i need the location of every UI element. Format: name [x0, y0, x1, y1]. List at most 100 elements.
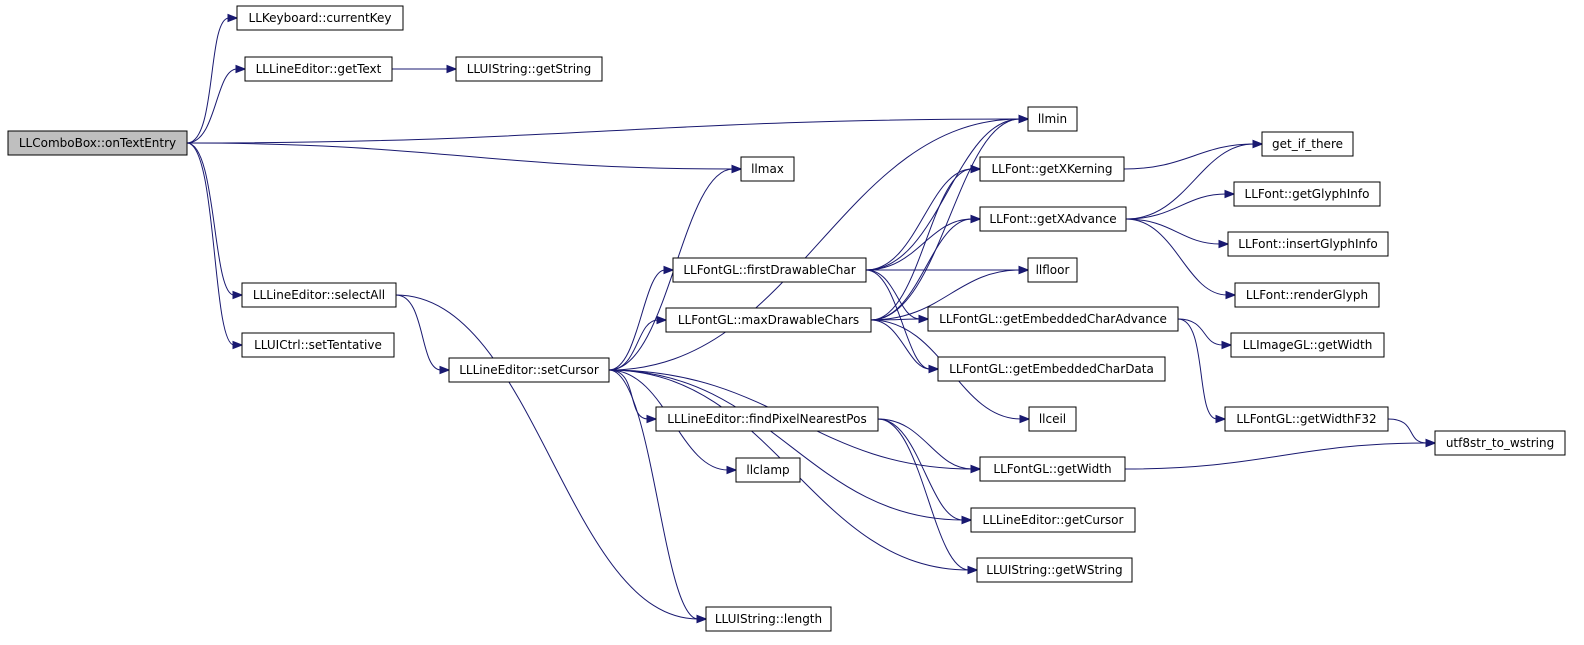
edge-llcombobox-ontextentry-to-llmin	[186, 118, 1021, 144]
arrowhead	[967, 565, 979, 575]
node-label: LLUIString::length	[715, 612, 822, 626]
node-box	[705, 606, 832, 632]
edge-llfontgl-maxdrawablechars-to-llfloor	[870, 269, 1021, 321]
arrowhead	[1224, 189, 1236, 199]
node-label: LLLineEditor::getCursor	[983, 513, 1124, 527]
arrowhead	[439, 365, 451, 375]
node-llfontgl-firstdrawablechar[interactable]: LLFontGL::firstDrawableChar	[672, 257, 867, 283]
nodes-layer: LLComboBox::onTextEntry LLKeyboard::curre…	[7, 5, 1566, 632]
node-box	[927, 306, 1179, 332]
node-llfontgl-getembeddedcharadvance[interactable]: LLFontGL::getEmbeddedCharAdvance	[927, 306, 1179, 332]
arrowhead	[446, 64, 458, 74]
node-llclamp[interactable]: llclamp	[735, 457, 801, 483]
node-box	[1027, 106, 1078, 132]
node-llfont-getxkerning[interactable]: LLFont::getXKerning	[979, 156, 1125, 182]
edge-llfontgl-getembeddedcharadvance-to-llimagegl-getwidth	[1177, 318, 1224, 346]
node-lllineeditor-selectall[interactable]: LLLineEditor::selectAll	[241, 282, 397, 308]
node-label: LLLineEditor::findPixelNearestPos	[667, 412, 866, 426]
node-llfloor[interactable]: llfloor	[1027, 257, 1078, 283]
node-box	[970, 507, 1136, 533]
node-llcombobox-ontextentry[interactable]: LLComboBox::onTextEntry	[7, 130, 188, 156]
arrowhead	[961, 515, 973, 525]
node-llfontgl-getwidth[interactable]: LLFontGL::getWidth	[979, 456, 1126, 482]
node-llfontgl-getembeddedchardata[interactable]: LLFontGL::getEmbeddedCharData	[937, 356, 1166, 382]
node-box	[1028, 406, 1077, 432]
node-label: LLKeyboard::currentKey	[249, 11, 392, 25]
node-lllineeditor-setcursor[interactable]: LLLineEditor::setCursor	[448, 357, 610, 383]
node-llkeyboard-currentkey[interactable]: LLKeyboard::currentKey	[236, 5, 404, 31]
node-llfont-getxadvance[interactable]: LLFont::getXAdvance	[979, 206, 1127, 232]
edge-lllineeditor-findpixelnearestpos-to-llfontgl-getwidth	[877, 418, 973, 470]
node-box	[1230, 332, 1385, 358]
arrowhead	[970, 164, 982, 174]
arrowhead	[646, 414, 658, 424]
node-llfont-renderglyph[interactable]: LLFont::renderGlyph	[1234, 282, 1380, 308]
node-lluictrl-settentative[interactable]: LLUICtrl::setTentative	[241, 332, 395, 358]
node-llmax[interactable]: llmax	[740, 156, 795, 182]
node-label: llceil	[1039, 412, 1066, 426]
node-box	[241, 332, 395, 358]
edge-llcombobox-ontextentry-to-lluictrl-settentative	[186, 142, 235, 346]
edge-llfont-getxkerning-to-get-if-there	[1123, 143, 1255, 170]
node-get-if-there[interactable]: get_if_there	[1261, 131, 1354, 157]
node-label: LLFont::getXKerning	[991, 162, 1112, 176]
edge-llfontgl-firstdrawablechar-to-llfont-getxadvance	[865, 218, 973, 271]
node-llfontgl-getwidthf32[interactable]: LLFontGL::getWidthF32	[1224, 406, 1389, 432]
node-label: LLUIString::getWString	[986, 563, 1122, 577]
arrowhead	[1252, 139, 1264, 149]
arrowhead	[696, 614, 708, 624]
edge-lllineeditor-findpixelnearestpos-to-lllineeditor-getcursor	[877, 418, 964, 521]
node-box	[672, 257, 867, 283]
edge-lllineeditor-setcursor-to-lllineeditor-findpixelnearestpos	[608, 369, 649, 420]
node-lllineeditor-gettext[interactable]: LLLineEditor::getText	[244, 56, 393, 82]
node-label: llclamp	[746, 463, 789, 477]
edge-lllineeditor-setcursor-to-llmin	[608, 118, 1021, 371]
node-box	[1233, 181, 1381, 207]
node-box	[244, 56, 393, 82]
node-label: LLImageGL::getWidth	[1243, 338, 1373, 352]
edge-llfont-getxadvance-to-llfont-renderglyph	[1125, 218, 1228, 296]
arrowhead	[227, 13, 239, 23]
node-box	[665, 307, 872, 333]
edge-llfontgl-firstdrawablechar-to-llmin	[865, 118, 1021, 271]
arrowhead	[1018, 114, 1030, 124]
node-label: LLFont::getGlyphInfo	[1245, 187, 1370, 201]
node-label: LLUIString::getString	[467, 62, 592, 76]
node-box	[448, 357, 610, 383]
arrowhead	[1215, 414, 1227, 424]
node-label: llfloor	[1036, 263, 1070, 277]
arrowhead	[663, 265, 675, 275]
node-label: LLUICtrl::setTentative	[254, 338, 382, 352]
edge-llcombobox-ontextentry-to-llmax	[186, 142, 734, 170]
edge-llfontgl-firstdrawablechar-to-llfontgl-getembeddedcharadvance	[865, 269, 921, 320]
node-box	[740, 156, 795, 182]
node-box	[7, 130, 188, 156]
node-label: get_if_there	[1272, 137, 1343, 151]
node-label: LLFont::renderGlyph	[1246, 288, 1368, 302]
node-llceil[interactable]: llceil	[1028, 406, 1077, 432]
edge-llfontgl-maxdrawablechars-to-llfontgl-getembeddedchardata	[870, 319, 931, 370]
arrowhead	[232, 290, 244, 300]
node-box	[1234, 282, 1380, 308]
edge-llfontgl-getembeddedcharadvance-to-llfontgl-getwidthf32	[1177, 318, 1218, 420]
node-lluistring-length[interactable]: LLUIString::length	[705, 606, 832, 632]
node-lllineeditor-getcursor[interactable]: LLLineEditor::getCursor	[970, 507, 1136, 533]
node-lllineeditor-findpixelnearestpos[interactable]: LLLineEditor::findPixelNearestPos	[655, 406, 879, 432]
node-box	[1227, 231, 1389, 257]
node-lluistring-getwstring[interactable]: LLUIString::getWString	[976, 557, 1133, 583]
node-llmin[interactable]: llmin	[1027, 106, 1078, 132]
node-label: LLFontGL::getEmbeddedCharData	[949, 362, 1154, 376]
node-utf8str-to-wstring[interactable]: utf8str_to_wstring	[1434, 430, 1566, 456]
node-box	[655, 406, 879, 432]
edge-lllineeditor-setcursor-to-lllineeditor-getcursor	[608, 369, 964, 521]
node-label: utf8str_to_wstring	[1446, 436, 1554, 450]
node-llfont-getglyphinfo[interactable]: LLFont::getGlyphInfo	[1233, 181, 1381, 207]
node-lluistring-getstring[interactable]: LLUIString::getString	[455, 56, 603, 82]
node-llfontgl-maxdrawablechars[interactable]: LLFontGL::maxDrawableChars	[665, 307, 872, 333]
node-box	[735, 457, 801, 483]
node-llimagegl-getwidth[interactable]: LLImageGL::getWidth	[1230, 332, 1385, 358]
node-llfont-insertglyphinfo[interactable]: LLFont::insertGlyphInfo	[1227, 231, 1389, 257]
edge-llfontgl-getwidth-to-utf8str-to-wstring	[1124, 442, 1428, 470]
node-label: LLLineEditor::selectAll	[253, 288, 385, 302]
